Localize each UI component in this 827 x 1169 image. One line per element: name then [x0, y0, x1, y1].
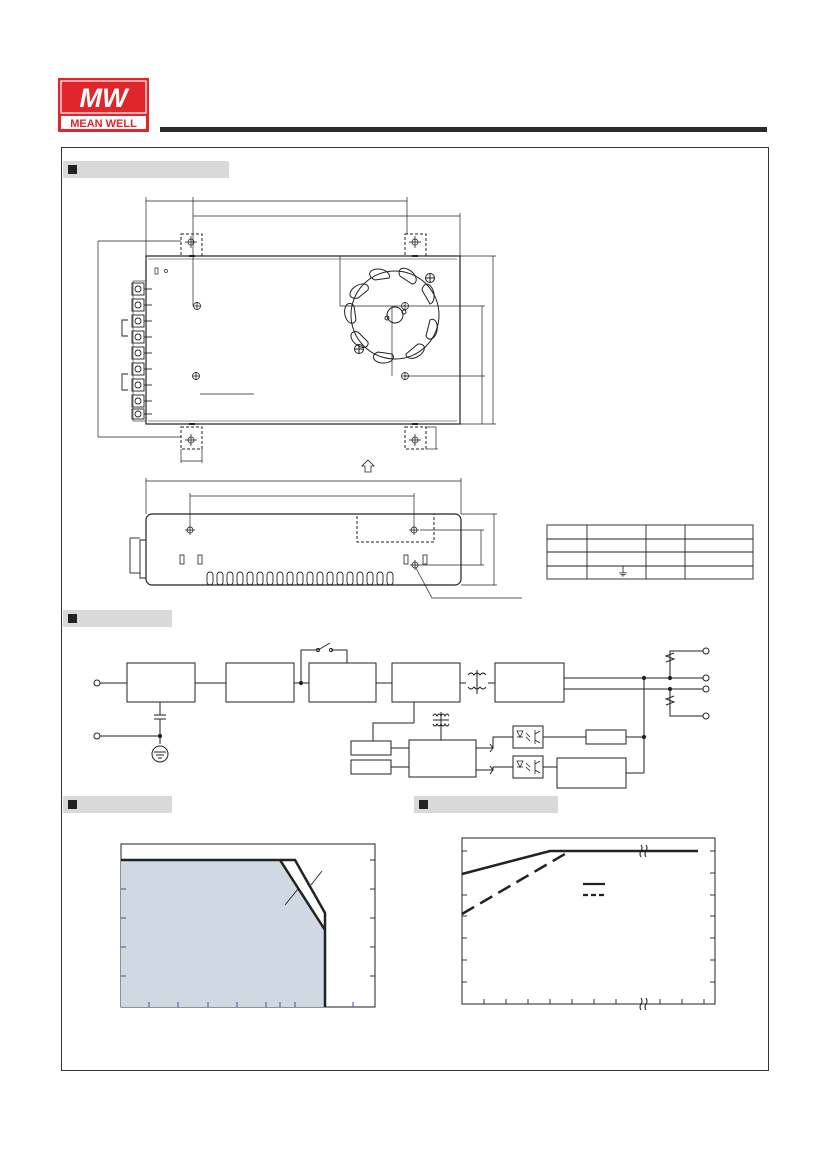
- block-power-switching: [391, 662, 461, 703]
- static-characteristics-chart: [461, 837, 716, 1011]
- block-pfc: [308, 662, 377, 703]
- section-marker: [419, 800, 428, 809]
- header-rule: [160, 127, 767, 132]
- block-diagram: [93, 642, 710, 789]
- mean-well-logo: MW MEAN WELL: [58, 78, 149, 132]
- content-frame: [61, 147, 769, 1071]
- derating-curve-2: [280, 858, 327, 930]
- section-header-block-diagram: [63, 610, 172, 627]
- terminal-block: [121, 280, 152, 422]
- terminal-pin-table: [546, 524, 754, 580]
- block-rectifier-filter: [494, 662, 565, 703]
- section-header-mechanical: [63, 161, 229, 178]
- static-curve-solid: [461, 849, 698, 876]
- block-rectifier: [225, 662, 295, 703]
- block-otp: [350, 759, 392, 775]
- derating-chart: [120, 843, 376, 1008]
- section-marker: [68, 165, 77, 174]
- axis-break-icon: [639, 844, 643, 858]
- fan-icon: [344, 267, 440, 364]
- section-marker: [68, 800, 77, 809]
- block-emi-filter: [126, 662, 196, 703]
- block-detection: [585, 729, 627, 745]
- axis-break-icon: [639, 997, 643, 1011]
- logo-mark: MW: [80, 83, 130, 113]
- section-marker: [68, 614, 77, 623]
- section-header-static: [414, 796, 558, 813]
- block-pwm-control: [408, 739, 477, 778]
- mechanical-top-view: [97, 197, 496, 473]
- logo-text: MEAN WELL: [70, 118, 137, 130]
- block-ovp: [556, 757, 627, 789]
- derating-area: [121, 860, 325, 1007]
- block-olp: [350, 740, 392, 756]
- section-header-derating: [63, 796, 172, 813]
- mechanical-side-view: [129, 478, 522, 599]
- ground-icon: ⏚: [617, 565, 629, 579]
- derating-curve-1: [121, 858, 327, 1007]
